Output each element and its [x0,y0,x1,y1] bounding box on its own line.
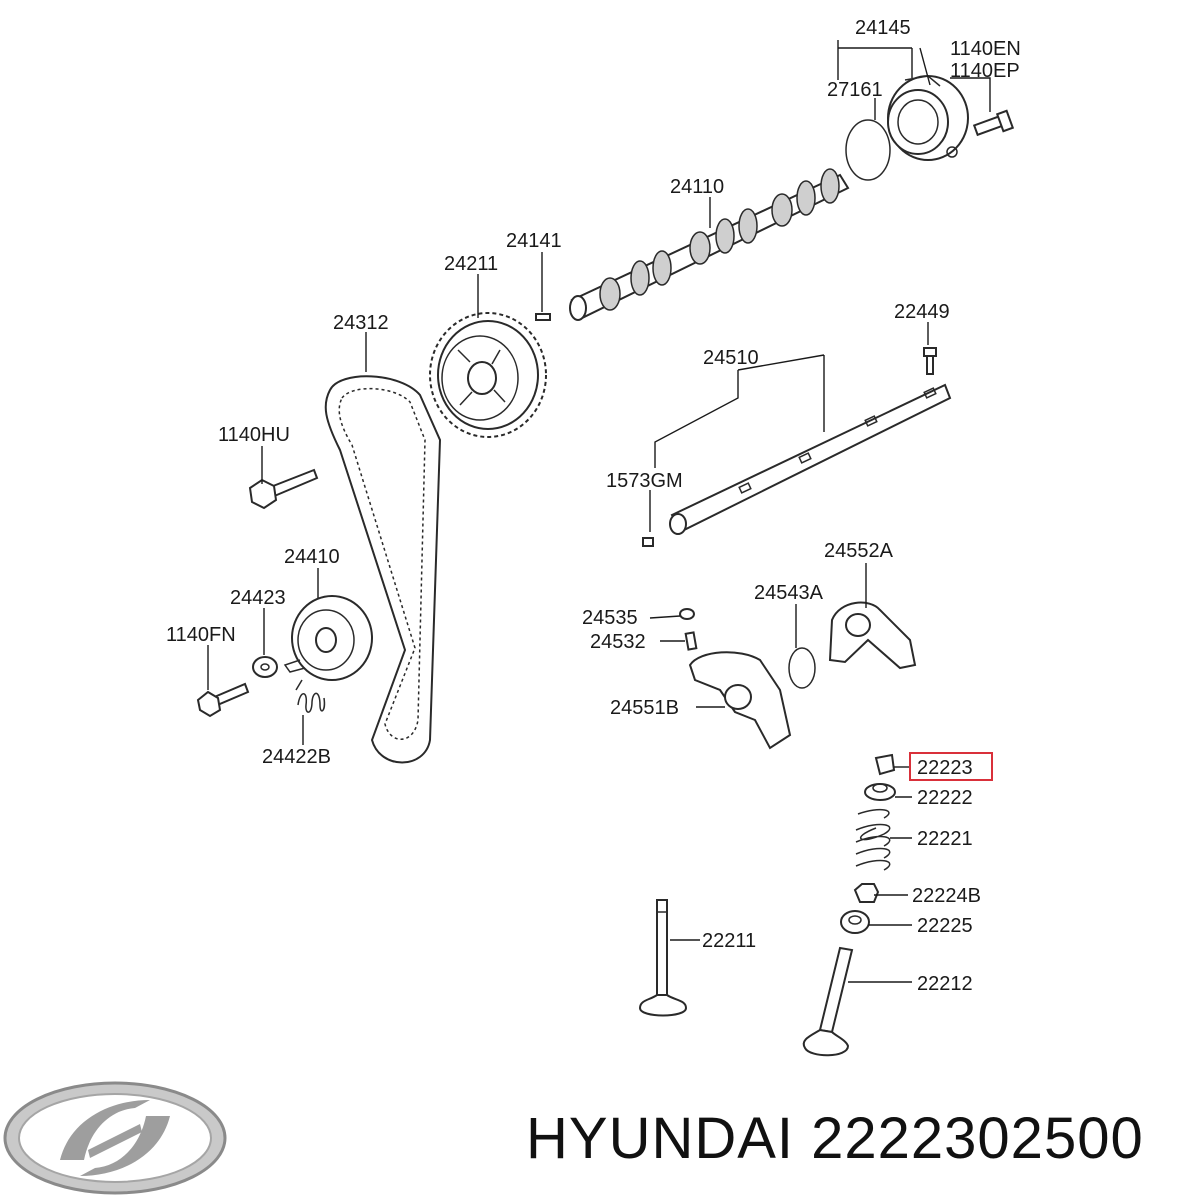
rocker-shaft-pin [642,537,654,547]
rocker-arm-b [688,651,792,750]
label-22211: 22211 [702,930,756,952]
tensioner-spring [295,679,326,713]
label-1140EN: 1140EN [950,38,1021,60]
label-22449: 22449 [894,301,950,323]
label-1140EP: 1140EP [950,60,1020,82]
label-1573GM: 1573GM [606,470,683,492]
label-22223: 22223 [917,757,973,779]
label-22222: 22222 [917,787,973,809]
camshaft-housing-cap [887,75,969,161]
label-1140HU: 1140HU [218,424,290,446]
label-24423: 24423 [230,587,286,609]
label-24551B: 24551B [610,697,679,719]
idler-bolt [248,468,319,510]
label-24312: 24312 [333,312,389,334]
spring-retainer [864,783,896,801]
camshaft-key [535,313,551,321]
label-24110: 24110 [670,176,724,198]
leader-lines [207,40,991,983]
tensioner-washer [252,656,278,678]
rocker-shaft-bolt [923,347,937,375]
label-1140FN: 1140FN [166,624,236,646]
label-24532: 24532 [590,631,646,653]
tensioner-bolt [196,682,250,718]
highlighted-part-box [909,752,993,781]
camshaft-sprocket [429,312,547,438]
label-24552A: 24552A [824,540,894,562]
label-22224B: 22224B [912,885,981,907]
label-22212: 22212 [917,973,973,995]
rocker-shaft [669,383,952,535]
timing-belt [324,375,442,764]
label-24510: 24510 [703,347,759,369]
label-24211: 24211 [444,253,498,275]
adjusting-nut [679,608,695,620]
valve-stem-seal [853,883,880,903]
intake-valve [638,899,688,1017]
adjusting-screw [684,631,698,651]
exhaust-valve [802,946,854,1057]
label-27161: 27161 [827,79,883,101]
valve-spring [855,808,891,871]
label-24543A: 24543A [754,582,824,604]
label-24535: 24535 [582,607,638,629]
camshaft-o-ring [845,119,891,181]
label-24145: 24145 [855,17,911,39]
cap-bolt [972,109,1015,137]
label-24141: 24141 [506,230,562,252]
spring-seat [840,910,870,934]
hyundai-logo-icon [3,1081,227,1195]
label-22225: 22225 [917,915,973,937]
part-labels: 24145 1140EN 1140EP 27161 24110 24141 24… [166,17,1021,995]
rocker-arm-a [828,601,917,670]
brand-part-number: HYUNDAI 2222302500 [526,1106,1144,1171]
label-24422B: 24422B [262,746,331,768]
label-22221: 22221 [917,828,973,850]
valve-cotter [874,753,896,776]
label-24410: 24410 [284,546,340,568]
rocker-spring [788,647,816,689]
camshaft [569,168,850,321]
tensioner-pulley [283,595,373,681]
